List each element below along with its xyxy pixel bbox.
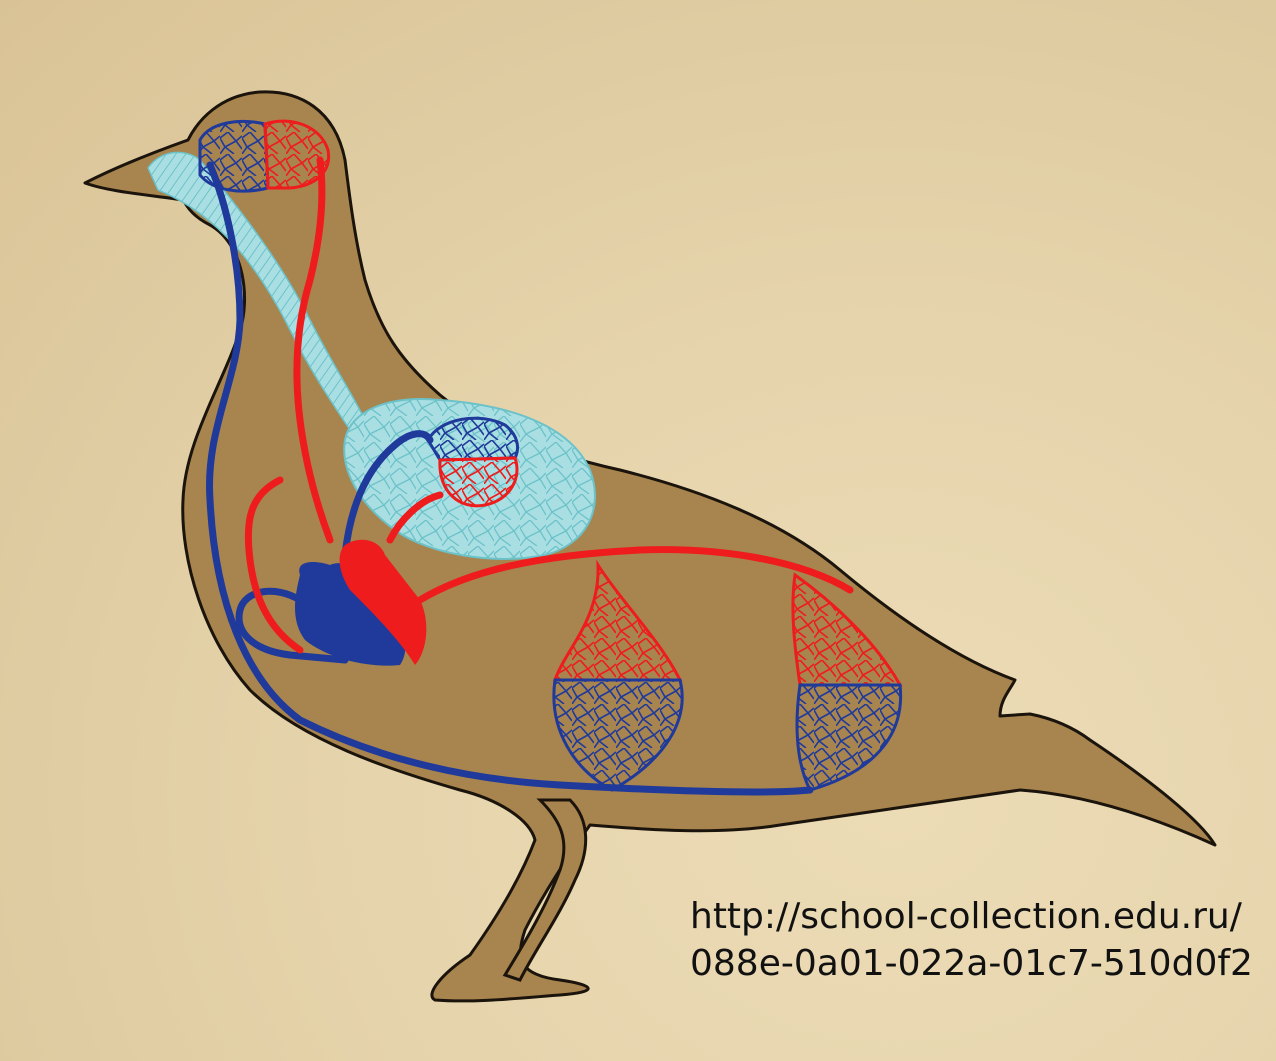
source-caption-line1[interactable]: http://school-collection.edu.ru/ <box>690 893 1253 940</box>
source-caption-line2: 088e-0a01-022a-01c7-510d0f2 <box>690 940 1253 987</box>
source-caption: http://school-collection.edu.ru/ 088e-0a… <box>690 893 1253 987</box>
